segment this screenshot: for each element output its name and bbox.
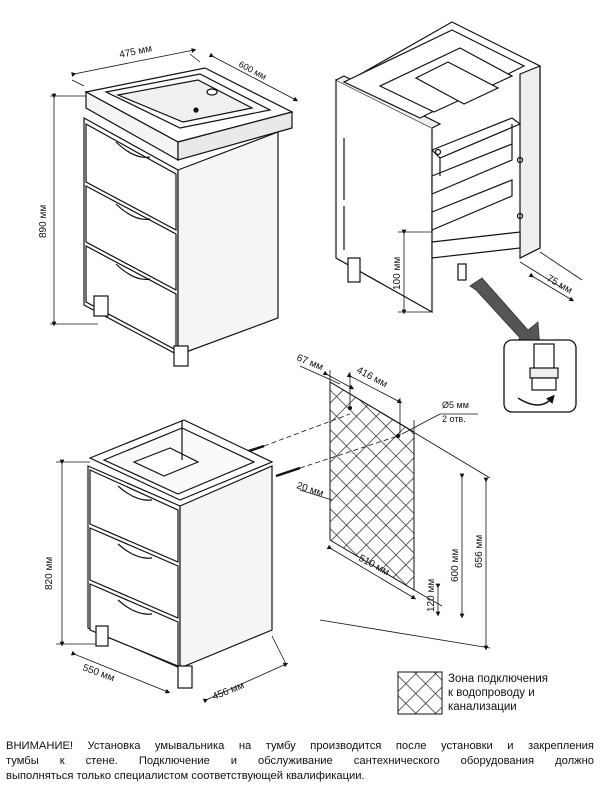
technical-drawing: 475 мм 600 мм 890 мм [38, 21, 583, 715]
bottom-offset-label: 120 мм [426, 579, 437, 612]
wall-connection-zone [329, 370, 415, 591]
warning-note: ВНИМАНИЕ! Установка умывальника на тумбу… [6, 739, 594, 784]
leg-offset-label: 75 мм [545, 273, 575, 296]
cabinet-with-washbasin [83, 67, 294, 367]
leg-height-label: 100 мм [392, 257, 403, 290]
cabinet-frame-view [335, 21, 541, 314]
cabinet-depth-550-label: 550 мм [81, 662, 116, 684]
hole-count-label: 2 отв. [442, 414, 466, 424]
legend-line: Зона подключения [448, 673, 548, 685]
basin-depth-label: 600 мм [237, 59, 268, 82]
cabinet-without-basin [87, 419, 274, 689]
total-height-label: 656 мм [474, 535, 485, 568]
cabinet-height-label: 890 мм [38, 205, 49, 238]
zoom-callout-arrow [469, 277, 541, 351]
legend-swatch [397, 671, 443, 715]
legend-label: Зона подключения к водопроводу и канализ… [448, 672, 588, 714]
warning-line: выполняться только специалистом соответс… [6, 770, 365, 782]
hole-diameter-label: Ø5 мм [442, 400, 469, 410]
basin-width-label: 475 мм [118, 43, 153, 61]
legend-line: канализации [448, 701, 517, 713]
legend-line: к водопроводу и [448, 687, 535, 699]
cabinet-height-820-label: 820 мм [44, 557, 55, 590]
side-offset-label: 20 мм [295, 480, 325, 499]
hole-spacing-label: 416 мм [355, 365, 390, 390]
zone-top-label: 600 мм [450, 549, 461, 582]
adjustable-leg-detail [503, 339, 577, 413]
warning-line: ВНИМАНИЕ! Установка умывальника на тумбу… [6, 740, 594, 752]
warning-line: тумбы к стене. Подключение и обслуживани… [6, 755, 594, 767]
cabinet-width-456-label: 456 мм [211, 680, 246, 703]
